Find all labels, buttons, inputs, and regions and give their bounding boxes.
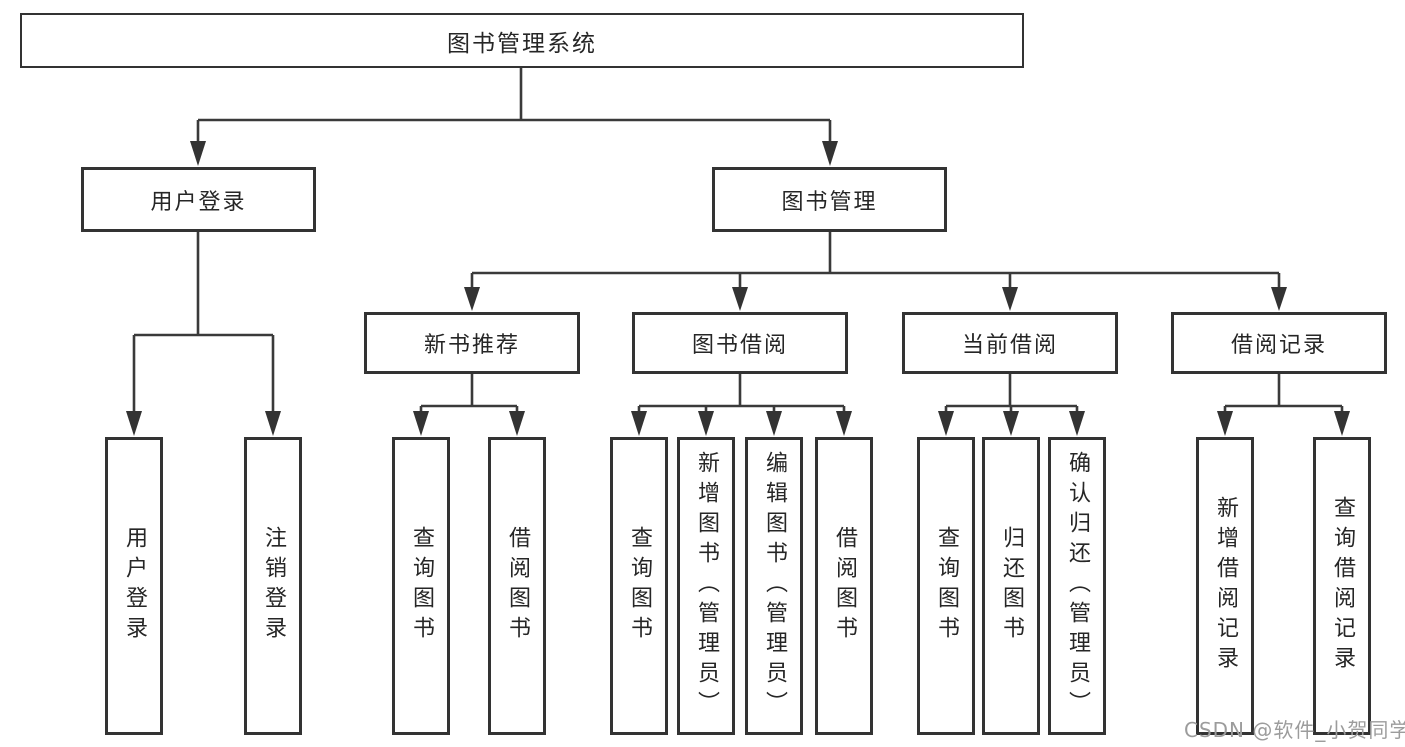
arrow-down-icon: [1217, 411, 1233, 436]
connector-new-book-recommend-to-leaves: [413, 374, 525, 436]
leaf-label: 查询图书: [627, 526, 652, 646]
connector-root-to-level2: [190, 68, 838, 166]
node-book-management: 图书管理: [712, 167, 947, 232]
connector-book-management-to-modules: [464, 232, 1287, 311]
connector-current-borrow-to-leaves: [938, 374, 1085, 436]
arrow-down-icon: [413, 411, 429, 436]
leaf-records-add: 新增借阅记录: [1196, 437, 1254, 735]
arrow-down-icon: [509, 411, 525, 436]
arrow-down-icon: [190, 141, 206, 166]
arrow-down-icon: [126, 411, 142, 436]
arrow-down-icon: [265, 411, 281, 436]
leaf-label: 注销登录: [261, 526, 286, 646]
arrow-down-icon: [1069, 411, 1085, 436]
node-current-borrow: 当前借阅: [902, 312, 1118, 374]
leaf-newbooks-borrow: 借阅图书: [488, 437, 546, 735]
leaf-borrow-add: 新增图书（管理员）: [677, 437, 735, 735]
node-user-login: 用户登录: [81, 167, 316, 232]
leaf-borrow-edit: 编辑图书（管理员）: [745, 437, 803, 735]
arrow-down-icon: [732, 287, 748, 311]
connector-book-borrow-to-leaves: [631, 374, 852, 436]
arrow-down-icon: [822, 141, 838, 166]
arrow-down-icon: [1002, 287, 1018, 311]
leaf-label: 确认归还（管理员）: [1065, 451, 1090, 721]
leaf-label: 借阅图书: [832, 526, 857, 646]
leaf-label: 查询借阅记录: [1330, 496, 1355, 676]
node-root: 图书管理系统: [20, 13, 1024, 68]
arrow-down-icon: [836, 411, 852, 436]
arrow-down-icon: [938, 411, 954, 436]
leaf-current-return: 归还图书: [982, 437, 1040, 735]
arrow-down-icon: [464, 287, 480, 311]
node-new-book-recommend: 新书推荐: [364, 312, 580, 374]
leaf-label: 新增借阅记录: [1213, 496, 1238, 676]
leaf-records-query: 查询借阅记录: [1313, 437, 1371, 735]
leaf-label: 查询图书: [409, 526, 434, 646]
leaf-label: 编辑图书（管理员）: [762, 451, 787, 721]
arrow-down-icon: [1271, 287, 1287, 311]
leaf-newbooks-query: 查询图书: [392, 437, 450, 735]
leaf-label: 归还图书: [999, 526, 1024, 646]
arrow-down-icon: [1334, 411, 1350, 436]
leaf-label: 新增图书（管理员）: [694, 451, 719, 721]
node-book-borrow: 图书借阅: [632, 312, 848, 374]
leaf-label: 借阅图书: [505, 526, 530, 646]
leaf-borrow-borrow: 借阅图书: [815, 437, 873, 735]
node-borrow-records: 借阅记录: [1171, 312, 1387, 374]
watermark-text: CSDN @软件_小贺同学: [1184, 718, 1405, 742]
leaf-current-confirm-return: 确认归还（管理员）: [1048, 437, 1106, 735]
leaf-borrow-query: 查询图书: [610, 437, 668, 735]
leaf-user-login: 用户登录: [105, 437, 163, 735]
leaf-logout: 注销登录: [244, 437, 302, 735]
connector-borrow-records-to-leaves: [1217, 374, 1350, 436]
leaf-label: 查询图书: [934, 526, 959, 646]
connector-user-login-to-leaves: [126, 232, 281, 436]
arrow-down-icon: [631, 411, 647, 436]
leaf-label: 用户登录: [122, 526, 147, 646]
leaf-current-query: 查询图书: [917, 437, 975, 735]
arrow-down-icon: [766, 411, 782, 436]
arrow-down-icon: [698, 411, 714, 436]
arrow-down-icon: [1003, 411, 1019, 436]
